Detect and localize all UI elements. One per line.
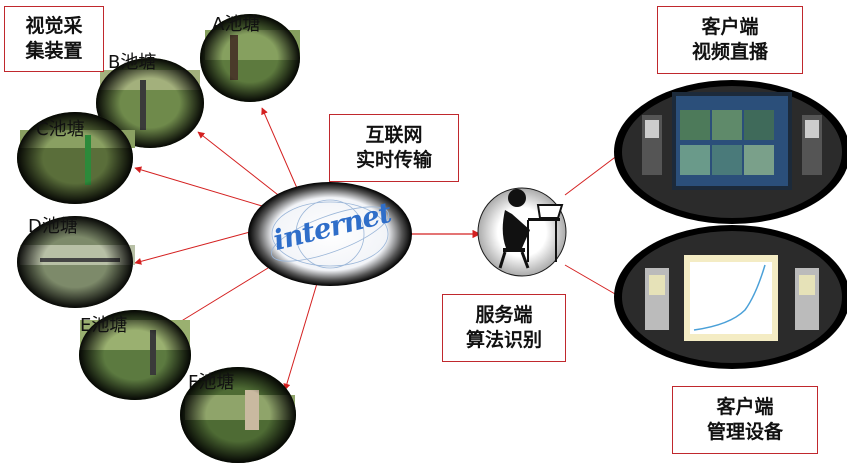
client-manage-line1: 客户端 — [716, 396, 774, 418]
pond-image-e — [79, 310, 191, 400]
vision-device-line2: 集装置 — [25, 40, 83, 62]
pond-image-d — [17, 216, 135, 308]
client-video-box: 客户端 视频直播 — [657, 6, 803, 74]
pond-image-c — [17, 112, 135, 204]
internet-globe — [248, 182, 412, 286]
arrow-to-d — [134, 231, 251, 265]
pond-image-a — [200, 14, 300, 102]
server-box: 服务端 算法识别 — [442, 294, 566, 362]
arrow-to-b — [197, 131, 283, 199]
pond-image-b — [96, 58, 204, 148]
pond-label-a: A池塘 — [212, 14, 261, 35]
arrow-to-f — [283, 279, 319, 391]
client-video-line1: 客户端 — [701, 16, 759, 38]
server-line1: 服务端 — [475, 304, 533, 326]
arrow-to-c — [134, 166, 263, 207]
pond-label-b: B池塘 — [108, 52, 157, 73]
client-video-device — [614, 80, 847, 224]
pond-label-d: D池塘 — [28, 216, 78, 237]
server-line2: 算法识别 — [465, 329, 542, 351]
client-manage-line2: 管理设备 — [706, 421, 783, 443]
vision-device-box: 视觉采 集装置 — [4, 6, 104, 72]
internet-transfer-line1: 互联网 — [365, 124, 423, 146]
line-server-manage — [564, 264, 623, 299]
pond-image-f — [180, 367, 296, 463]
pond-label-c: C池塘 — [36, 119, 85, 140]
client-manage-box: 客户端 管理设备 — [672, 386, 818, 454]
vision-device-line1: 视觉采 — [25, 15, 83, 37]
pond-label-e: E池塘 — [80, 315, 128, 336]
arrow-to-a — [261, 107, 301, 196]
server-person-icon — [477, 187, 567, 277]
client-manage-device — [614, 225, 847, 369]
internet-transfer-box: 互联网 实时传输 — [329, 114, 459, 182]
pond-label-f: F池塘 — [188, 372, 235, 393]
client-video-line2: 视频直播 — [691, 41, 768, 63]
line-server-video — [564, 151, 623, 196]
internet-transfer-line2: 实时传输 — [355, 149, 432, 171]
arrow-to-e — [169, 267, 269, 329]
